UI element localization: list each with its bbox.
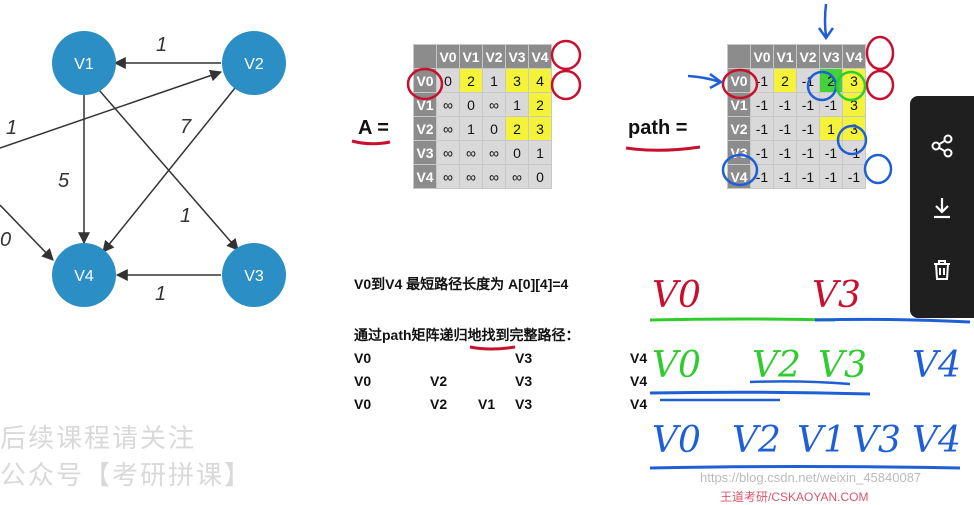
weight-v1-v3: 1 <box>180 205 191 227</box>
row-header: V2 <box>727 116 751 141</box>
col-header: V2 <box>796 44 820 69</box>
weight-left-top: 1 <box>6 117 17 139</box>
col-header: V0 <box>436 44 460 69</box>
download-button[interactable] <box>910 178 974 238</box>
col-header: V0 <box>750 44 774 69</box>
col-header: V4 <box>528 44 552 69</box>
trash-icon <box>934 260 950 280</box>
col-header: V3 <box>819 44 843 69</box>
matrix-path: V0 V1 V2 V3 V4 V0 -1 2 -1 2 3 V1 -1 -1 -… <box>727 44 866 189</box>
hand-r1-v3: V3 <box>812 275 861 316</box>
row-header: V1 <box>727 92 751 117</box>
seq-r3-v4: V4 <box>630 396 648 412</box>
node-v1: V1 <box>52 31 116 95</box>
svg-text:V3: V3 <box>244 268 264 285</box>
matrix-path-label: path = <box>628 117 688 139</box>
row-header: V4 <box>727 164 751 189</box>
node-v4: V4 <box>52 243 116 307</box>
seq-r2-v4: V4 <box>630 373 648 389</box>
delete-button[interactable] <box>910 240 974 300</box>
seq-r1-v4: V4 <box>630 350 648 366</box>
edge-v1-v3 <box>98 89 239 251</box>
hand-r3-v3: V3 <box>852 420 901 461</box>
col-header: V1 <box>773 44 797 69</box>
hand-r1-v0: V0 <box>652 275 701 316</box>
hand-r3-v1: V1 <box>797 420 846 461</box>
svg-text:V1: V1 <box>74 56 94 73</box>
weight-v2-v1: 1 <box>156 34 167 56</box>
share-button[interactable] <box>910 116 974 176</box>
col-header: V2 <box>482 44 506 69</box>
hand-r2-v3: V3 <box>818 345 867 386</box>
watermark-line2: 公众号【考研拼课】 <box>0 461 253 491</box>
weight-v1-v4: 5 <box>58 170 70 192</box>
hand-r3-v0: V0 <box>652 420 701 461</box>
seq-r3-v3: V3 <box>515 396 533 412</box>
row-header: V0 <box>727 68 751 93</box>
shortest-length-text: V0到V4 最短路径长度为 A[0][4]=4 <box>354 276 569 292</box>
seq-r1-v3: V3 <box>515 350 533 366</box>
seq-r2-v0: V0 <box>354 373 372 389</box>
seq-r3-v0: V0 <box>354 396 372 412</box>
svg-text:V4: V4 <box>74 268 94 285</box>
row-header: V1 <box>413 92 437 117</box>
hand-r2-v0: V0 <box>652 345 701 386</box>
row-header: V3 <box>413 140 437 165</box>
matrix-a: V0 V1 V2 V3 V4 V0 0 2 1 3 4 V1 ∞ 0 ∞ 1 2… <box>413 44 552 189</box>
weight-v2-v4: 7 <box>180 116 192 138</box>
matrix-a-label: A = <box>358 117 389 139</box>
seq-r3-v2: V2 <box>430 396 448 412</box>
col-header: V1 <box>459 44 483 69</box>
seq-r2-v3: V3 <box>515 373 533 389</box>
seq-r1-v0: V0 <box>354 350 372 366</box>
seq-r3-v1: V1 <box>478 396 496 412</box>
share-icon <box>931 134 953 158</box>
row-header: V0 <box>413 68 437 93</box>
node-v3: V3 <box>222 243 286 307</box>
watermark-url: https://blog.csdn.net/weixin_45840087 <box>700 470 922 485</box>
hand-r2-v4: V4 <box>912 345 961 386</box>
svg-text:V2: V2 <box>244 56 264 73</box>
row-header: V3 <box>727 140 751 165</box>
hand-r3-v2: V2 <box>732 420 781 461</box>
download-icon <box>934 198 950 219</box>
edge-left-v2 <box>0 69 223 149</box>
col-header: V4 <box>842 44 866 69</box>
weight-v3-v4: 1 <box>155 283 166 305</box>
edge-left-v4 <box>0 204 54 261</box>
recursive-text: 通过path矩阵递归地找到完整路径： <box>354 327 580 343</box>
col-header: V3 <box>505 44 529 69</box>
seq-r2-v2: V2 <box>430 373 448 389</box>
watermark-line1: 后续课程请关注 <box>0 424 197 454</box>
weight-left-bottom: 0 <box>0 229 11 251</box>
graph-diagram: 1 7 5 1 1 1 0 V1 V2 V3 V4 <box>0 31 286 307</box>
side-action-panel <box>910 96 974 318</box>
row-header: V4 <box>413 164 437 189</box>
hand-r3-v4: V4 <box>912 420 961 461</box>
hand-r2-v2: V2 <box>752 345 801 386</box>
node-v2: V2 <box>222 31 286 95</box>
row-header: V2 <box>413 116 437 141</box>
